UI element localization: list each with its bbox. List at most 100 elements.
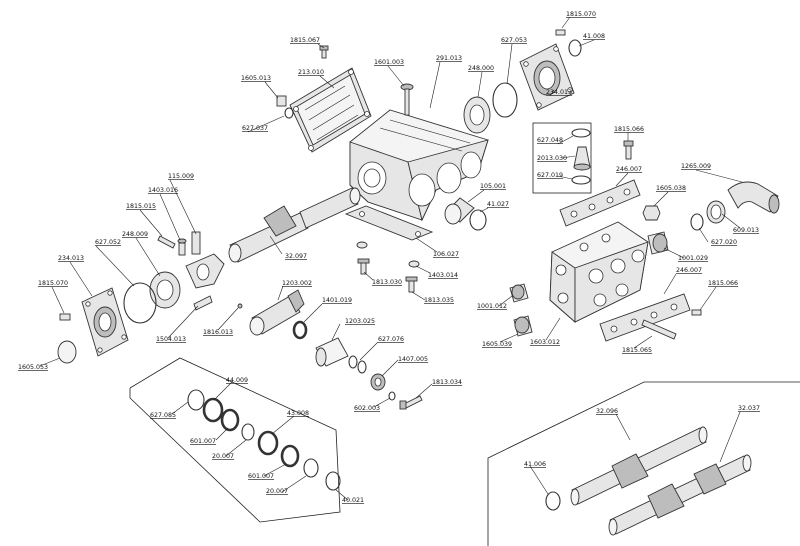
label-1605-053: 1605.053: [18, 364, 48, 371]
label-627-076: 627.076: [378, 336, 404, 343]
label-1407-005: 1407.005: [398, 356, 428, 363]
label-246-007-bottom: 246.007: [676, 267, 702, 274]
o-ring-627-052: [123, 282, 157, 324]
plunger-1203-025: [315, 337, 349, 367]
label-291-013: 291.013: [436, 55, 462, 62]
crankcase-cover: [289, 67, 372, 153]
label-601-007-a: 601.007: [190, 438, 216, 445]
crankshaft-32-097: [228, 187, 361, 263]
label-41-008: 41.008: [583, 33, 605, 40]
valve-kit-box: [532, 122, 592, 194]
label-1603-012: 1603.012: [530, 339, 560, 346]
o-ring-627-076a: [348, 355, 358, 369]
label-627-053: 627.053: [501, 37, 527, 44]
label-115-009: 115.009: [168, 173, 194, 180]
label-1001-012: 1001.012: [477, 303, 507, 310]
part-number-labels: 1815.070 41.008 627.053 1815.067 1601.00…: [18, 11, 760, 504]
bearing-cover-left: [81, 287, 129, 357]
label-20-007-b: 20.007: [266, 488, 288, 495]
label-246-007-top: 246.007: [616, 166, 642, 173]
screw-1813-030: [357, 258, 370, 275]
label-1816-013: 1816.013: [203, 329, 233, 336]
label-1813-035: 1813.035: [424, 297, 454, 304]
label-602-003: 602.003: [354, 405, 380, 412]
crankshaft-32-037: [608, 454, 752, 536]
label-41-027: 41.027: [487, 201, 509, 208]
valve-cover-strip-bottom: [599, 293, 691, 342]
label-1403-014: 1403.014: [428, 272, 458, 279]
plug-1605-038: [642, 205, 661, 221]
label-1815-015: 1815.015: [126, 203, 156, 210]
screw-1815-070-left: [59, 313, 71, 321]
label-1815-065: 1815.065: [622, 347, 652, 354]
label-44-009: 44.009: [226, 377, 248, 384]
label-627-020: 627.020: [711, 239, 737, 246]
label-32-037: 32.037: [738, 405, 760, 412]
pin-1815-065: [641, 319, 677, 340]
washer-602-003: [388, 391, 396, 401]
plunger-guide: [249, 289, 305, 336]
label-32-096: 32.096: [596, 408, 618, 415]
plug-1605-039: [513, 315, 533, 337]
label-234-013-top: 234.013: [546, 89, 572, 96]
pump-head-manifold: [549, 221, 649, 323]
crankshaft-options-frame: [487, 381, 800, 546]
bearing-248-000: [463, 96, 491, 134]
label-1813-030: 1813.030: [372, 279, 402, 286]
label-1815-066-bottom: 1815.066: [708, 280, 738, 287]
label-1401-019: 1401.019: [322, 297, 352, 304]
label-43-008: 43.008: [287, 410, 309, 417]
o-ring-627-020: [690, 213, 704, 231]
label-1815-070-left: 1815.070: [38, 280, 68, 287]
elbow-fitting: [727, 181, 780, 214]
o-ring-627-053: [492, 82, 518, 118]
label-1813-034: 1813.034: [432, 379, 462, 386]
label-105-001: 105.001: [480, 183, 506, 190]
label-1403-016: 1403.016: [148, 187, 178, 194]
label-106-027: 106.027: [433, 251, 459, 258]
screw-1815-066-bottom: [691, 309, 702, 316]
label-627-052: 627.052: [95, 239, 121, 246]
bottom-plate: [344, 205, 434, 241]
label-1601-003: 1601.003: [374, 59, 404, 66]
label-1605-039: 1605.039: [482, 341, 512, 348]
oil-dipstick: [400, 83, 414, 116]
connecting-rod: [185, 231, 225, 289]
plug-1001-029: [647, 231, 669, 255]
label-1504-013: 1504.013: [156, 336, 186, 343]
nut-1407-005: [370, 373, 386, 391]
seal-kit-parts: [187, 389, 341, 491]
label-1265-009: 1265.009: [681, 163, 711, 170]
bearing-248-009: [149, 271, 181, 309]
label-627-037: 627.037: [242, 125, 268, 132]
seal-41-008: [568, 39, 582, 57]
screw-1813-035: [405, 276, 418, 293]
label-41-006: 41.006: [524, 461, 546, 468]
washer-1813-030: [356, 241, 368, 249]
washer-1403-014: [408, 260, 420, 268]
label-20-007-a: 20.007: [212, 453, 234, 460]
pin-1504-013: [193, 295, 213, 311]
screw-1813-034: [399, 395, 423, 410]
sleeve-105-001: [444, 197, 475, 225]
screw-1403-016: [177, 238, 187, 256]
crankshaft-32-096: [570, 426, 708, 506]
screw-1815-070-top: [555, 29, 566, 36]
seal-1401-019: [292, 320, 308, 340]
label-1605-013: 1605.013: [241, 75, 271, 82]
label-2013-030: 2013.030: [537, 155, 567, 162]
plug-1605-013: [276, 95, 294, 119]
crankcase-housing: [349, 109, 489, 222]
label-1815-066-top: 1815.066: [614, 126, 644, 133]
label-234-013-left: 234.013: [58, 255, 84, 262]
label-1815-067: 1815.067: [290, 37, 320, 44]
cap-1605-053: [57, 340, 77, 364]
label-32-097: 32.097: [285, 253, 307, 260]
label-213-010: 213.010: [298, 69, 324, 76]
leader-lines: [39, 16, 743, 501]
screw-1815-066-top: [623, 140, 634, 160]
label-248-000: 248.000: [468, 65, 494, 72]
seal-kit-frame: [129, 357, 341, 523]
label-1001-029: 1001.029: [678, 255, 708, 262]
